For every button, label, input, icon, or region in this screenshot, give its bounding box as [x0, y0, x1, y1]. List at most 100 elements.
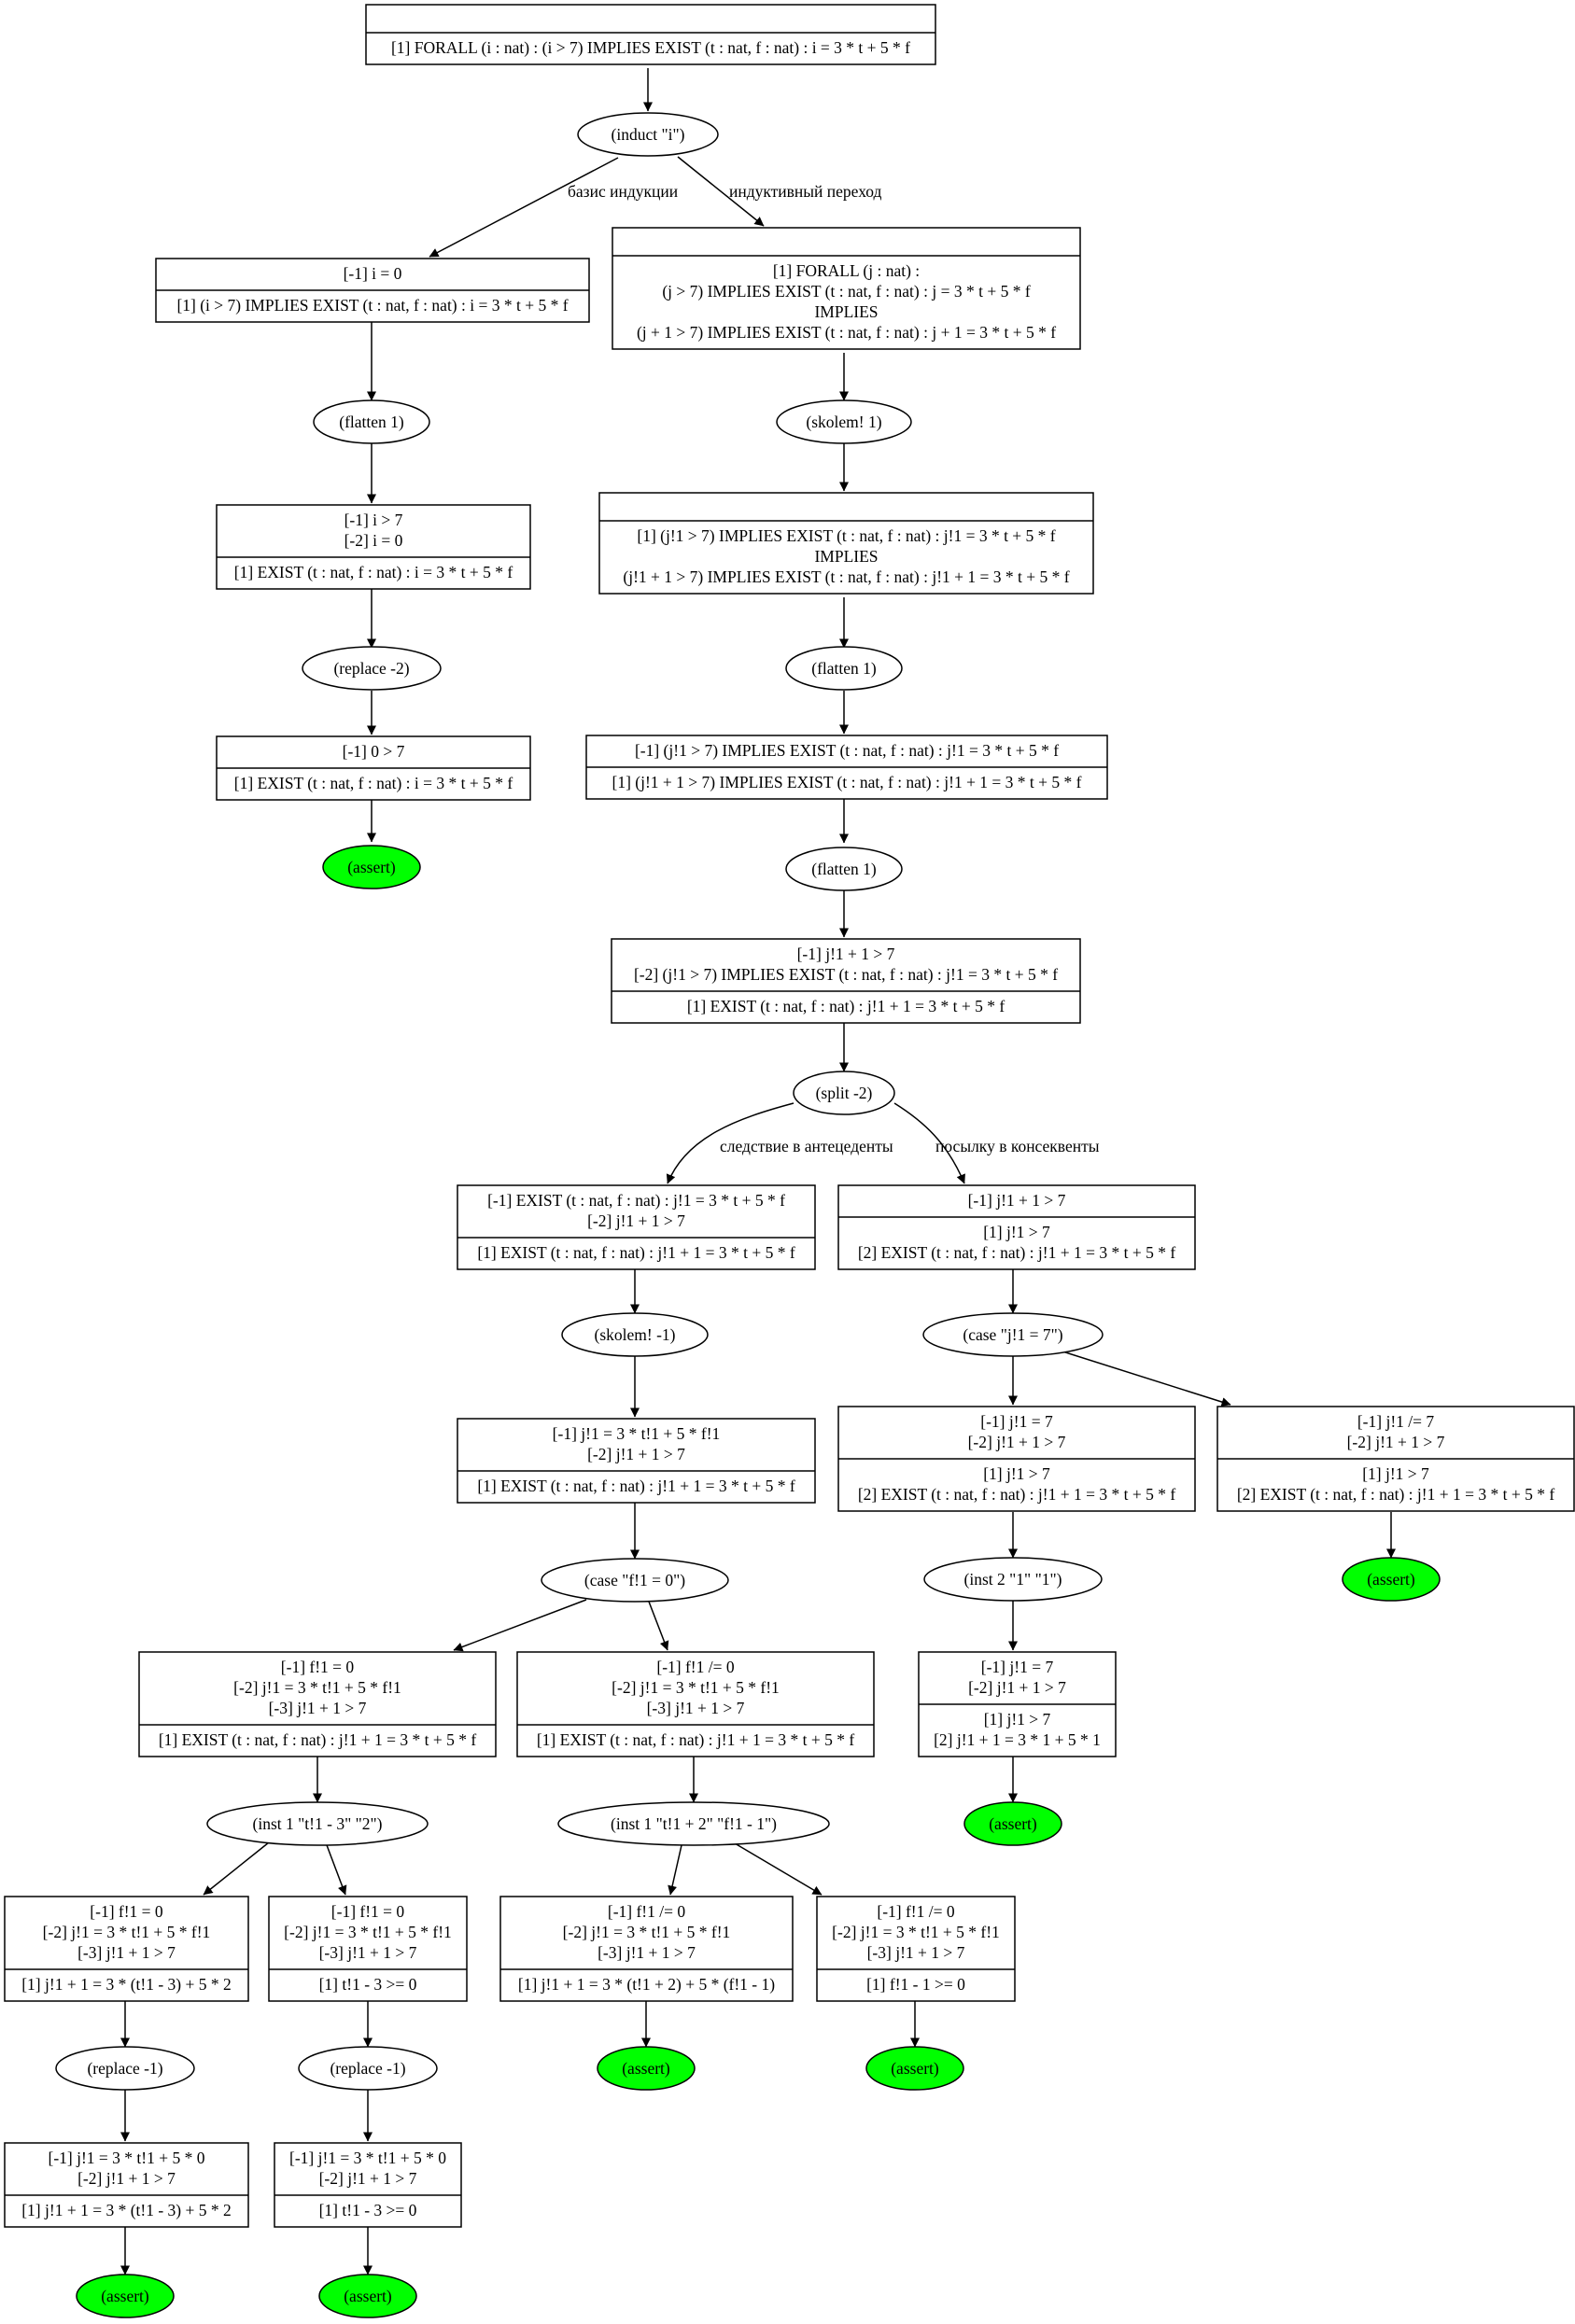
sequent-node: [-1] f!1 /= 0[-2] j!1 = 3 * t!1 + 5 * f!… — [816, 1896, 1016, 2002]
command-label: (case "f!1 = 0") — [584, 1571, 685, 1589]
edge-label-step: индуктивный переход — [729, 182, 882, 201]
edge — [734, 1842, 823, 1896]
assert-ellipse — [963, 1801, 1062, 1846]
antecedent-formula: [-3] j!1 + 1 > 7 — [867, 1943, 965, 1962]
antecedent-formula: [-2] j!1 + 1 > 7 — [968, 1678, 1066, 1697]
antecedent-formula: [-1] j!1 = 3 * t!1 + 5 * 0 — [49, 2149, 205, 2167]
antecedent-formula: [-2] (j!1 > 7) IMPLIES EXIST (t : nat, f… — [634, 965, 1058, 984]
command-node: (replace -1) — [298, 2046, 438, 2091]
consequent-formula: IMPLIES — [814, 302, 878, 321]
antecedent-formula: [-3] j!1 + 1 > 7 — [77, 1943, 176, 1962]
antecedent-formula: [-2] j!1 + 1 > 7 — [319, 2169, 417, 2188]
antecedent-formula: [-1] j!1 = 3 * t!1 + 5 * 0 — [289, 2149, 446, 2167]
edge — [1062, 1351, 1231, 1407]
command-label: (assert) — [347, 858, 396, 876]
command-label: (induct "i") — [612, 125, 685, 144]
edge — [668, 1844, 682, 1896]
sequent-box — [499, 1896, 794, 2002]
assert-node: (assert) — [318, 2274, 417, 2318]
antecedent-formula: [-2] j!1 + 1 > 7 — [968, 1433, 1066, 1451]
command-node: (replace -2) — [302, 646, 442, 691]
consequent-formula: [1] (j!1 + 1 > 7) IMPLIES EXIST (t : nat… — [612, 773, 1082, 791]
antecedent-formula: [-2] j!1 = 3 * t!1 + 5 * f!1 — [563, 1923, 731, 1941]
command-label: (assert) — [622, 2059, 670, 2078]
sequent-node: [-1] f!1 /= 0[-2] j!1 = 3 * t!1 + 5 * f!… — [499, 1896, 794, 2002]
command-ellipse — [206, 1801, 429, 1846]
sequent-node: [-1] j!1 /= 7[-2] j!1 + 1 > 7[1] j!1 > 7… — [1216, 1406, 1575, 1512]
command-label: (flatten 1) — [811, 860, 877, 878]
command-node: (inst 1 "t!1 + 2" "f!1 - 1") — [557, 1801, 830, 1846]
command-node: (flatten 1) — [785, 646, 903, 691]
antecedent-formula: [-1] j!1 + 1 > 7 — [968, 1191, 1066, 1210]
command-label: (assert) — [891, 2059, 939, 2078]
antecedent-formula: [-1] (j!1 > 7) IMPLIES EXIST (t : nat, f… — [635, 741, 1059, 760]
edge — [453, 1599, 587, 1652]
command-label: (replace -2) — [333, 659, 409, 678]
consequent-formula: [2] EXIST (t : nat, f : nat) : j!1 + 1 =… — [858, 1485, 1176, 1504]
antecedent-formula: [-1] j!1 + 1 > 7 — [797, 945, 895, 963]
consequent-formula: [2] j!1 + 1 = 3 * 1 + 5 * 1 — [934, 1730, 1101, 1749]
command-ellipse — [785, 646, 903, 691]
assert-node: (assert) — [865, 2046, 964, 2091]
consequent-formula: [1] FORALL (j : nat) : — [773, 261, 920, 280]
command-label: (replace -1) — [87, 2059, 162, 2078]
antecedent-formula: [-2] j!1 + 1 > 7 — [587, 1211, 685, 1230]
antecedent-formula: [-2] j!1 = 3 * t!1 + 5 * f!1 — [43, 1923, 211, 1941]
sequent-node: [-1] f!1 = 0[-2] j!1 = 3 * t!1 + 5 * f!1… — [268, 1896, 468, 2002]
command-label: (inst 1 "t!1 + 2" "f!1 - 1") — [611, 1814, 777, 1833]
sequent-node: [-1] j!1 + 1 > 7 [-2] (j!1 > 7) IMPLIES E… — [611, 938, 1081, 1024]
assert-node: (assert) — [322, 845, 421, 889]
assert-ellipse — [597, 2046, 696, 2091]
assert-ellipse — [76, 2274, 175, 2318]
sequent-box — [216, 504, 531, 590]
sequent-node: [-1] i = 0[1] (i > 7) IMPLIES EXIST (t :… — [155, 258, 590, 323]
consequent-formula: [1] EXIST (t : nat, f : nat) : i = 3 * t… — [234, 774, 513, 792]
consequent-formula: [2] EXIST (t : nat, f : nat) : j!1 + 1 =… — [858, 1243, 1176, 1262]
command-node: (flatten 1) — [313, 399, 430, 444]
antecedent-formula: [-1] f!1 /= 0 — [877, 1902, 954, 1921]
antecedent-formula: [-2] j!1 + 1 > 7 — [587, 1445, 685, 1463]
consequent-formula: (j!1 + 1 > 7) IMPLIES EXIST (t : nat, f … — [623, 567, 1069, 586]
assert-node: (assert) — [597, 2046, 696, 2091]
sequent-node: [-1] f!1 = 0[-2] j!1 = 3 * t!1 + 5 * f!1… — [138, 1651, 497, 1757]
sequent-node: [-1] (j!1 > 7) IMPLIES EXIST (t : nat, f… — [585, 735, 1108, 800]
consequent-formula: [1] f!1 - 1 >= 0 — [866, 1975, 965, 1994]
command-label: (flatten 1) — [339, 413, 404, 431]
sequent-node: [-1] i > 7[-2] i = 0[1] EXIST (t : nat, … — [216, 504, 531, 590]
consequent-formula: (j > 7) IMPLIES EXIST (t : nat, f : nat)… — [662, 282, 1030, 301]
sequent-node: [-1] j!1 = 3 * t!1 + 5 * f!1[-2] j!1 + 1… — [457, 1418, 816, 1504]
command-nodes: (induct "i") (flatten 1) (replace -2) (asse… — [55, 112, 1441, 2318]
sequent-node: [-1] EXIST (t : nat, f : nat) : j!1 = 3 … — [457, 1184, 816, 1270]
assert-ellipse — [318, 2274, 417, 2318]
consequent-formula: [1] j!1 + 1 = 3 * (t!1 + 2) + 5 * (f!1 -… — [518, 1975, 775, 1994]
sequent-box — [4, 2142, 249, 2228]
command-ellipse — [313, 399, 430, 444]
edge-label-base: базис индукции — [568, 182, 678, 201]
command-node: (split -2) — [793, 1071, 895, 1115]
sequent-nodes: [1] FORALL (i : nat) : (i > 7) IMPLIES E… — [4, 4, 1575, 2228]
command-label: (inst 2 "1" "1") — [964, 1570, 1062, 1589]
assert-node: (assert) — [76, 2274, 175, 2318]
antecedent-formula: [-1] i > 7 — [345, 511, 403, 529]
command-ellipse — [541, 1558, 729, 1603]
command-node: (skolem! 1) — [776, 399, 912, 444]
consequent-formula: [1] FORALL (i : nat) : (i > 7) IMPLIES E… — [391, 38, 910, 57]
sequent-box — [457, 1418, 816, 1504]
antecedent-formula: [-3] j!1 + 1 > 7 — [269, 1699, 367, 1717]
sequent-box — [612, 227, 1081, 350]
consequent-formula: [1] j!1 + 1 = 3 * (t!1 - 3) + 5 * 2 — [21, 2201, 232, 2219]
command-ellipse — [55, 2046, 195, 2091]
assert-ellipse — [865, 2046, 964, 2091]
edge-split-left — [666, 1102, 795, 1184]
command-node: (case "j!1 = 7") — [922, 1312, 1104, 1357]
sequent-node: [1] (j!1 > 7) IMPLIES EXIST (t : nat, f … — [598, 492, 1094, 595]
sequent-box — [457, 1184, 816, 1270]
command-ellipse — [577, 112, 719, 157]
antecedent-formula: [-1] j!1 /= 7 — [1357, 1412, 1435, 1431]
edge-step — [677, 156, 765, 227]
assert-ellipse — [1342, 1557, 1441, 1602]
command-label: (inst 1 "t!1 - 3" "2") — [253, 1814, 383, 1833]
assert-node: (assert) — [1342, 1557, 1441, 1602]
